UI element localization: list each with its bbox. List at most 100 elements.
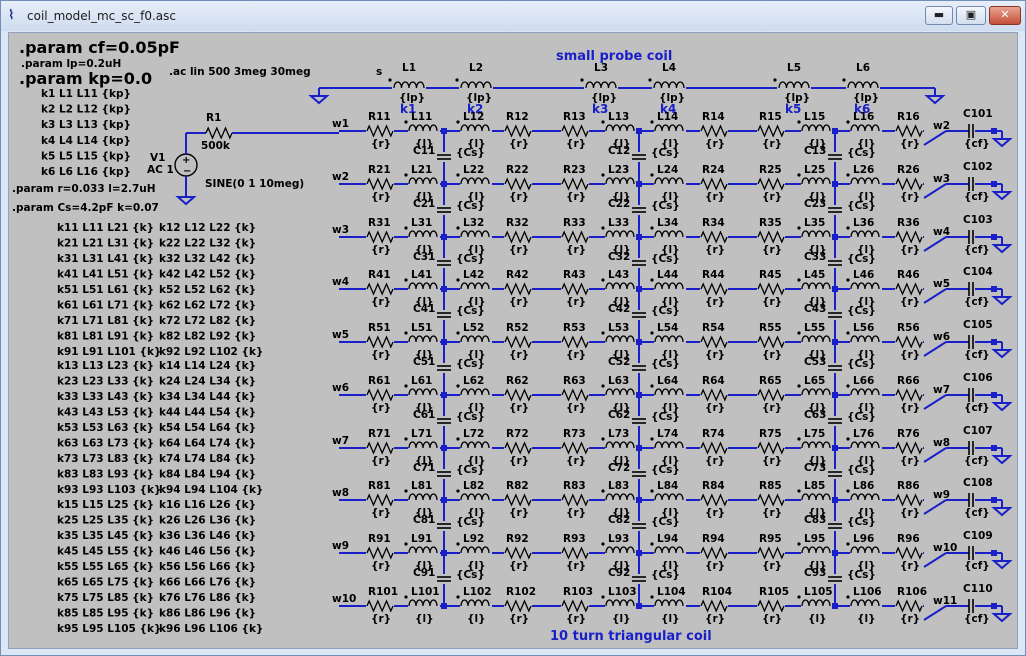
- resistor-R25[interactable]: [757, 177, 785, 191]
- resistor-R54[interactable]: [700, 335, 728, 349]
- resistor-R14[interactable]: [700, 124, 728, 138]
- minimize-button[interactable]: ▬: [925, 6, 953, 25]
- resistor-R101[interactable]: [366, 599, 394, 613]
- inductor-L102[interactable]: [460, 599, 490, 607]
- resistor-R26[interactable]: [895, 177, 923, 191]
- output-link[interactable]: [923, 605, 947, 621]
- inductor-L22[interactable]: [460, 177, 490, 185]
- resistor-R11[interactable]: [366, 124, 394, 138]
- resistor-R81[interactable]: [366, 493, 394, 507]
- probe-inductor-L3[interactable]: [585, 81, 617, 89]
- resistor-R33[interactable]: [561, 230, 589, 244]
- resistor-R22[interactable]: [504, 177, 532, 191]
- resistor-R94[interactable]: [700, 546, 728, 560]
- inductor-L92[interactable]: [460, 546, 490, 554]
- inductor-L23[interactable]: [605, 177, 635, 185]
- resistor-R103[interactable]: [561, 599, 589, 613]
- inductor-L82[interactable]: [460, 493, 490, 501]
- inductor-L103[interactable]: [605, 599, 635, 607]
- resistor-R85[interactable]: [757, 493, 785, 507]
- output-link[interactable]: [923, 341, 947, 357]
- resistor-R16[interactable]: [895, 124, 923, 138]
- resistor-R63[interactable]: [561, 388, 589, 402]
- resistor-R71[interactable]: [366, 441, 394, 455]
- inductor-L71[interactable]: [408, 441, 438, 449]
- resistor-R73[interactable]: [561, 441, 589, 455]
- inductor-L106[interactable]: [850, 599, 880, 607]
- resistor-R41[interactable]: [366, 282, 394, 296]
- resistor-R93[interactable]: [561, 546, 589, 560]
- resistor-R75[interactable]: [757, 441, 785, 455]
- resistor-R44[interactable]: [700, 282, 728, 296]
- resistor-R12[interactable]: [504, 124, 532, 138]
- output-link[interactable]: [923, 183, 947, 199]
- resistor-R32[interactable]: [504, 230, 532, 244]
- inductor-L81[interactable]: [408, 493, 438, 501]
- resistor-R66[interactable]: [895, 388, 923, 402]
- inductor-L45[interactable]: [801, 282, 831, 290]
- inductor-L56[interactable]: [850, 335, 880, 343]
- ground-symbol[interactable]: [308, 95, 330, 105]
- ground-symbol[interactable]: [991, 244, 1013, 254]
- resistor-R72[interactable]: [504, 441, 532, 455]
- inductor-L21[interactable]: [408, 177, 438, 185]
- inductor-L35[interactable]: [801, 230, 831, 238]
- resistor-R84[interactable]: [700, 493, 728, 507]
- probe-inductor-L4[interactable]: [653, 81, 685, 89]
- inductor-L16[interactable]: [850, 124, 880, 132]
- ground-symbol[interactable]: [991, 296, 1013, 306]
- resistor-R55[interactable]: [757, 335, 785, 349]
- inductor-L26[interactable]: [850, 177, 880, 185]
- resistor-R91[interactable]: [366, 546, 394, 560]
- maximize-button[interactable]: ▣: [956, 6, 986, 25]
- resistor-R53[interactable]: [561, 335, 589, 349]
- resistor-R1[interactable]: [205, 126, 233, 140]
- resistor-R96[interactable]: [895, 546, 923, 560]
- probe-inductor-L2[interactable]: [460, 81, 492, 89]
- resistor-R23[interactable]: [561, 177, 589, 191]
- resistor-R102[interactable]: [504, 599, 532, 613]
- ground-symbol[interactable]: [991, 560, 1013, 570]
- inductor-L13[interactable]: [605, 124, 635, 132]
- resistor-R46[interactable]: [895, 282, 923, 296]
- resistor-R35[interactable]: [757, 230, 785, 244]
- inductor-L15[interactable]: [801, 124, 831, 132]
- resistor-R86[interactable]: [895, 493, 923, 507]
- resistor-R56[interactable]: [895, 335, 923, 349]
- ground-symbol[interactable]: [991, 402, 1013, 412]
- ground-symbol[interactable]: [175, 196, 197, 206]
- output-link[interactable]: [923, 130, 947, 146]
- inductor-L62[interactable]: [460, 388, 490, 396]
- close-button[interactable]: ✕: [989, 6, 1021, 25]
- inductor-L84[interactable]: [654, 493, 684, 501]
- inductor-L95[interactable]: [801, 546, 831, 554]
- ground-symbol[interactable]: [924, 95, 946, 105]
- inductor-L91[interactable]: [408, 546, 438, 554]
- output-link[interactable]: [923, 499, 947, 515]
- inductor-L61[interactable]: [408, 388, 438, 396]
- title-bar[interactable]: ⌇ coil_model_mc_sc_f0.asc ▬ ▣ ✕: [1, 1, 1025, 31]
- inductor-L36[interactable]: [850, 230, 880, 238]
- resistor-R52[interactable]: [504, 335, 532, 349]
- probe-inductor-L5[interactable]: [778, 81, 810, 89]
- inductor-L96[interactable]: [850, 546, 880, 554]
- inductor-L83[interactable]: [605, 493, 635, 501]
- inductor-L64[interactable]: [654, 388, 684, 396]
- ground-symbol[interactable]: [991, 613, 1013, 623]
- resistor-R76[interactable]: [895, 441, 923, 455]
- resistor-R82[interactable]: [504, 493, 532, 507]
- inductor-L55[interactable]: [801, 335, 831, 343]
- schematic-canvas[interactable]: .param cf=0.05pF.param lp=0.2uH.param kp…: [8, 32, 1018, 649]
- inductor-L74[interactable]: [654, 441, 684, 449]
- inductor-L25[interactable]: [801, 177, 831, 185]
- resistor-R104[interactable]: [700, 599, 728, 613]
- resistor-R43[interactable]: [561, 282, 589, 296]
- resistor-R62[interactable]: [504, 388, 532, 402]
- resistor-R61[interactable]: [366, 388, 394, 402]
- output-link[interactable]: [923, 288, 947, 304]
- resistor-R95[interactable]: [757, 546, 785, 560]
- inductor-L65[interactable]: [801, 388, 831, 396]
- resistor-R65[interactable]: [757, 388, 785, 402]
- resistor-R15[interactable]: [757, 124, 785, 138]
- output-link[interactable]: [923, 236, 947, 252]
